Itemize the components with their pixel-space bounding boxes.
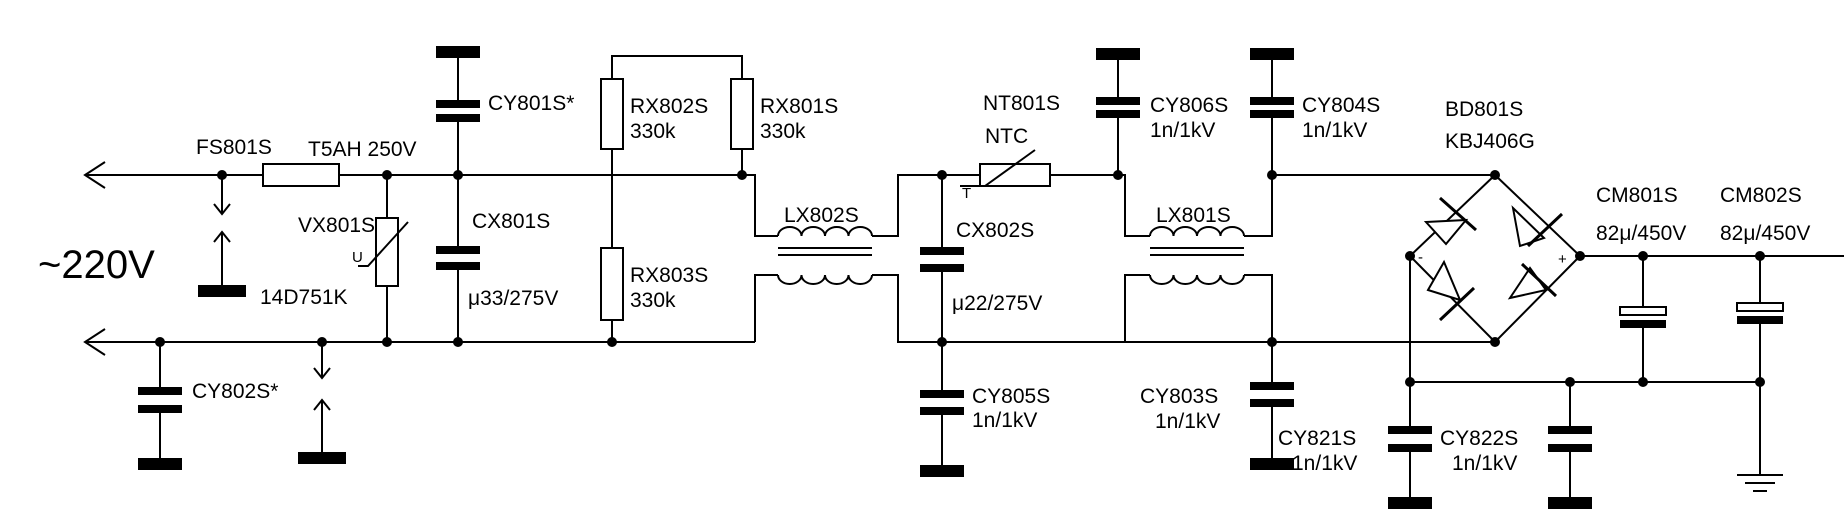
fuse-fs801s: [262, 163, 340, 187]
inductor-icon: [777, 274, 873, 285]
cy821s-ref: CY821S: [1278, 427, 1356, 450]
nt801s-ref: NT801S: [983, 92, 1060, 115]
resistor-rx801s: [730, 78, 754, 150]
cy821s-value: 1n/1kV: [1292, 452, 1357, 475]
cm802s-value: 82μ/450V: [1720, 222, 1810, 245]
diode-icon: [1507, 262, 1558, 300]
inductor-icon: [1149, 274, 1245, 285]
capacitor-cy804s: [1250, 48, 1294, 118]
cy805s-value: 1n/1kV: [972, 409, 1037, 432]
capacitor-cy805s: [920, 390, 964, 477]
fs801s-value: T5AH 250V: [308, 138, 417, 161]
cy806s-ref: CY806S: [1150, 94, 1228, 117]
capacitor-cy822s: [1548, 426, 1592, 509]
capacitor-cy802s: [138, 387, 182, 470]
thermistor-nt801s: [960, 149, 1051, 187]
arrow-left-icon: [83, 328, 106, 356]
lx801s-ref: LX801S: [1156, 204, 1231, 227]
inductor-lx801s: [1149, 226, 1245, 285]
cy822s-value: 1n/1kV: [1452, 452, 1517, 475]
cy804s-value: 1n/1kV: [1302, 119, 1367, 142]
spark-gap-icon: [198, 203, 246, 297]
cy806s-value: 1n/1kV: [1150, 119, 1215, 142]
cm801s-ref: CM801S: [1596, 184, 1678, 207]
resistor-rx803s: [600, 247, 624, 321]
mains-voltage-label: ~220V: [38, 243, 155, 287]
vx801s-ref: VX801S: [298, 214, 375, 237]
resistor-rx802s: [600, 78, 624, 150]
cx801s-value: μ33/275V: [468, 287, 558, 310]
cy803s-ref: CY803S: [1140, 385, 1218, 408]
capacitor-cy803s: [1250, 382, 1294, 470]
diode-icon: [1423, 196, 1477, 246]
bridge-minus-mark: -: [1418, 249, 1423, 266]
diode-icon: [1511, 205, 1564, 248]
bd801s-ref: BD801S: [1445, 98, 1523, 121]
rx802s-ref: RX802S: [630, 95, 708, 118]
cm801s-value: 82μ/450V: [1596, 222, 1686, 245]
inductor-lx802s: [777, 226, 873, 285]
capacitor-cm802s: [1736, 302, 1784, 324]
rx803s-ref: RX803S: [630, 264, 708, 287]
ground-icon: [1737, 474, 1783, 492]
capacitor-cx801s: [436, 246, 480, 270]
cy804s-ref: CY804S: [1302, 94, 1380, 117]
cy803s-value: 1n/1kV: [1155, 410, 1220, 433]
fs801s-ref: FS801S: [196, 136, 272, 159]
nt801s-value: NTC: [985, 125, 1028, 148]
spark-gap-icon: [298, 367, 346, 464]
nt801s-mark: T: [962, 185, 971, 202]
cx801s-ref: CX801S: [472, 210, 550, 233]
capacitor-cx802s: [920, 247, 964, 272]
cy822s-ref: CY822S: [1440, 427, 1518, 450]
cy801s-ref: CY801S*: [488, 92, 574, 115]
inductor-icon: [1149, 226, 1245, 237]
bridge-plus-mark: +: [1558, 251, 1567, 268]
bridge-rectifier-bd801s: [1408, 174, 1582, 344]
capacitor-cm801s: [1619, 306, 1667, 328]
rx802s-value: 330k: [630, 120, 676, 143]
rx801s-value: 330k: [760, 120, 806, 143]
capacitor-cy806s: [1096, 48, 1140, 118]
inductor-icon: [777, 226, 873, 237]
lx802s-ref: LX802S: [784, 204, 859, 227]
labels: ~220V FS801S T5AH 250V VX801S 14D751K U …: [38, 92, 1810, 475]
cy805s-ref: CY805S: [972, 385, 1050, 408]
rx803s-value: 330k: [630, 289, 676, 312]
cx802s-ref: CX802S: [956, 219, 1034, 242]
cx802s-value: μ22/275V: [952, 292, 1042, 315]
cy802s-ref: CY802S*: [192, 380, 278, 403]
bd801s-value: KBJ406G: [1445, 130, 1535, 153]
cm802s-ref: CM802S: [1720, 184, 1802, 207]
varistor-vx801s: [358, 217, 409, 287]
diode-icon: [1426, 259, 1476, 322]
arrow-left-icon: [83, 161, 106, 189]
rx801s-ref: RX801S: [760, 95, 838, 118]
vx801s-value: 14D751K: [260, 286, 348, 309]
capacitor-cy821s: [1388, 426, 1432, 509]
capacitor-cy801s: [436, 46, 480, 122]
vx801s-mark: U: [352, 249, 363, 266]
